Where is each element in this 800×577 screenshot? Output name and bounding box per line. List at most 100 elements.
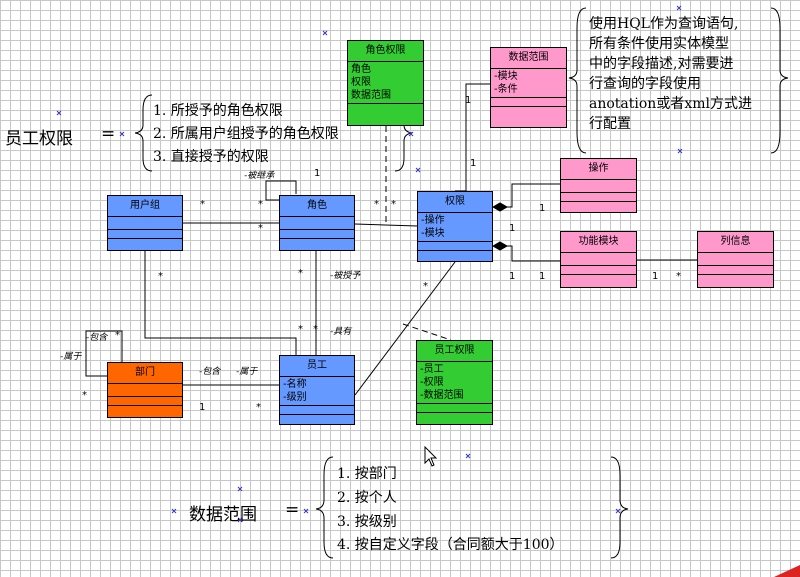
class-attributes	[108, 384, 182, 397]
class-title: 角色	[280, 196, 354, 217]
multiplicity-label: 1	[652, 271, 659, 282]
class-employee[interactable]: 员工 -名称 -级别	[279, 355, 355, 425]
class-operations	[561, 266, 636, 275]
link-permission-operation	[493, 183, 560, 208]
class-employee-permission[interactable]: 员工权限 -员工 -权限 -数据范围	[416, 340, 493, 425]
class-operations	[698, 266, 773, 275]
class-attributes	[698, 253, 773, 266]
composition-diamond-operation	[491, 202, 509, 212]
employee-permission-term: 员工权限	[5, 129, 73, 149]
class-attributes: -模块 -条件	[491, 69, 566, 98]
class-attribute: -员工	[420, 364, 444, 375]
class-role[interactable]: 角色	[279, 195, 355, 251]
multiplicity-label: *	[423, 281, 428, 292]
class-data-scope[interactable]: 数据范围 -模块 -条件	[490, 47, 567, 128]
mouse-cursor-icon	[424, 446, 438, 467]
multiplicity-label: 1	[199, 402, 206, 413]
class-title: 用户组	[108, 196, 182, 217]
composition-diamond-module	[491, 241, 509, 251]
link-role-self	[265, 180, 297, 201]
class-operations	[280, 230, 354, 239]
class-title: 部门	[108, 363, 182, 384]
link-department-self	[85, 330, 123, 377]
relation-label-granted: -被授予	[330, 271, 361, 281]
dashed-link-employeepermission	[402, 323, 452, 341]
class-column-info[interactable]: 列信息	[697, 231, 774, 288]
class-attributes: -操作 -模块	[418, 213, 492, 242]
data-scope-item-2: 2. 按个人	[337, 490, 397, 506]
relation-label-belongs-mid: -属于	[236, 367, 258, 377]
multiplicity-label: *	[298, 324, 303, 335]
multiplicity-label: *	[258, 223, 263, 234]
class-operations	[280, 406, 354, 415]
multiplicity-label: *	[82, 390, 87, 401]
multiplicity-label: *	[115, 330, 120, 341]
employee-permission-equals: =	[101, 124, 116, 144]
class-attribute: 角色	[351, 64, 371, 75]
class-attributes: -员工 -权限 -数据范围	[417, 362, 492, 404]
multiplicity-label: *	[391, 199, 396, 210]
class-title: 数据范围	[491, 48, 566, 69]
relation-label-contains-mid: -包含	[199, 367, 221, 377]
class-attributes: -名称 -级别	[280, 377, 354, 406]
class-attributes	[561, 253, 636, 266]
class-user-group[interactable]: 用户组	[107, 195, 183, 251]
data-scope-item-3: 3. 按级别	[337, 514, 397, 530]
class-department[interactable]: 部门	[107, 362, 183, 418]
class-attributes	[561, 180, 636, 193]
class-attributes	[108, 217, 182, 230]
relation-label-contains-top: -包含	[86, 333, 108, 343]
class-attribute: -权限	[420, 377, 444, 388]
link-role-permission	[354, 223, 418, 227]
class-attribute: -条件	[494, 84, 518, 95]
class-title: 列信息	[698, 232, 773, 253]
class-operations	[108, 230, 182, 239]
multiplicity-label: *	[200, 199, 205, 210]
class-operations	[417, 404, 492, 413]
class-operation[interactable]: 操作	[560, 158, 637, 213]
data-scope-equals: =	[285, 500, 300, 520]
hql-note-line: 行配置	[589, 116, 631, 132]
link-permission-datascope	[455, 83, 491, 192]
multiplicity-label: *	[676, 271, 681, 282]
hql-note-line: anotation或者xml方式进	[589, 96, 752, 112]
right-brace-data-scope	[610, 456, 629, 559]
left-brace-data-scope	[315, 456, 334, 559]
hql-note-line: 所有条件使用实体模型	[589, 36, 729, 52]
multiplicity-label: 1	[470, 158, 477, 169]
class-operations	[491, 98, 566, 107]
relation-label-belongs-left: -属于	[60, 352, 82, 362]
class-title: 员工	[280, 356, 354, 377]
multiplicity-label: 1	[509, 271, 516, 282]
class-function-module[interactable]: 功能模块	[560, 231, 637, 288]
class-attributes	[280, 217, 354, 230]
class-attribute: -操作	[421, 215, 445, 226]
class-role-permission[interactable]: 角色权限 角色 权限 数据范围	[347, 40, 424, 126]
multiplicity-label: 1	[539, 271, 546, 282]
selection-handle-icon	[56, 5, 683, 523]
hql-note-line: 行查询的字段使用	[589, 76, 701, 92]
class-attribute: -名称	[283, 379, 307, 390]
multiplicity-label: *	[158, 271, 163, 282]
data-scope-item-4: 4. 按自定义字段（合同额大于100）	[337, 537, 564, 553]
employee-permission-item-2: 2. 所属用户组授予的角色权限	[153, 126, 339, 142]
multiplicity-label: *	[313, 324, 318, 335]
multiplicity-label: *	[258, 199, 263, 210]
left-brace-employee-permission	[134, 94, 153, 172]
right-brace-note	[770, 7, 789, 154]
hql-note-line: 中的字段描述,对需要进	[589, 56, 734, 72]
multiplicity-label: 1	[314, 168, 321, 179]
class-operations	[108, 397, 182, 406]
data-scope-term: 数据范围	[189, 505, 257, 525]
class-permission[interactable]: 权限 -操作 -模块	[417, 191, 493, 262]
employee-permission-item-3: 3. 直接授予的权限	[153, 149, 269, 165]
class-attribute: -模块	[421, 228, 445, 239]
multiplicity-label: *	[256, 402, 261, 413]
class-title: 角色权限	[348, 41, 423, 62]
class-attribute: -数据范围	[420, 390, 464, 401]
class-title: 操作	[561, 159, 636, 180]
relation-label-has: -具有	[330, 327, 352, 337]
multiplicity-label: *	[374, 199, 379, 210]
